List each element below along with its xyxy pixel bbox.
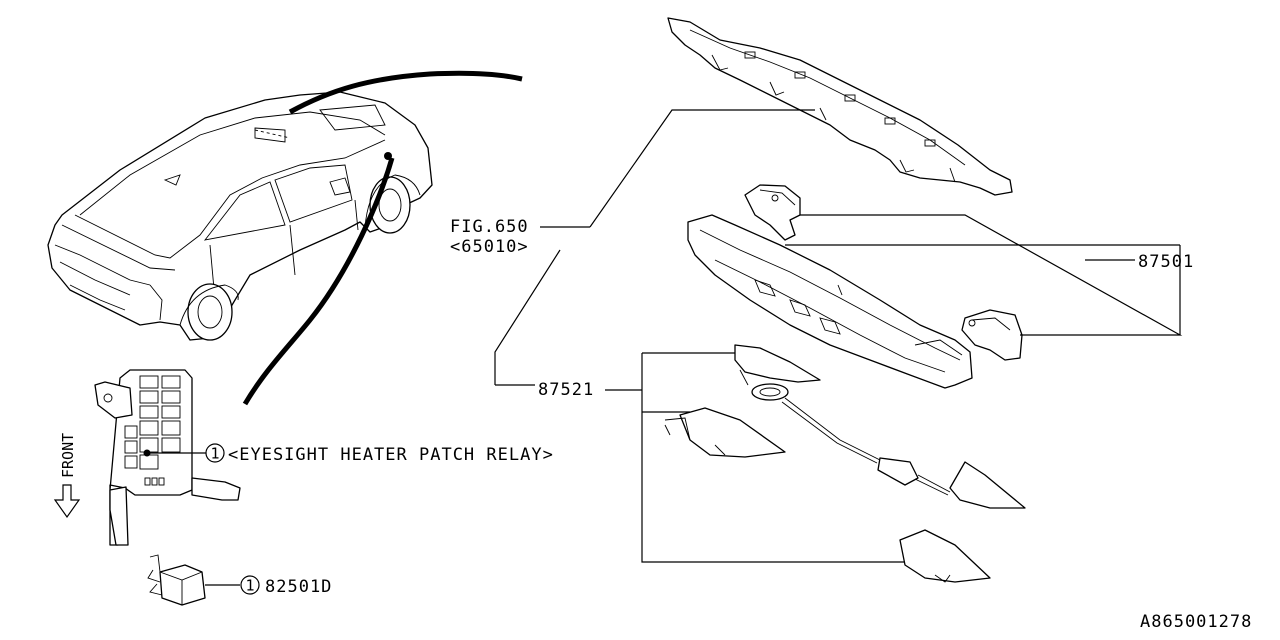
reinforcement-beam: [667, 17, 1013, 196]
relay-block: [94, 369, 241, 546]
fig-65010-label: <65010>: [450, 237, 529, 257]
harness-line-down: [242, 157, 395, 406]
callout-1-number: 1: [211, 445, 220, 463]
callout-eyesight-relay: <EYESIGHT HEATER PATCH RELAY>: [228, 445, 554, 465]
cover-lower: [899, 529, 991, 583]
leader-fig650-b: [589, 109, 815, 228]
bracket-lower-right: [961, 309, 1023, 361]
diagram-id: A865001278: [1140, 612, 1252, 632]
cover-upper: [734, 344, 821, 386]
leader-87521-a: [494, 249, 561, 385]
callout-1-circle: [205, 443, 225, 463]
fig-650-label: FIG.650: [450, 217, 529, 237]
callout-2-circle: [240, 575, 260, 595]
sensor-harness: [751, 383, 1026, 509]
vehicle-illustration: [47, 91, 433, 341]
leader-87521-d: [641, 353, 905, 563]
relay-82501d: [147, 554, 206, 606]
bumper-absorber: [687, 214, 973, 389]
part-number-87521: 87521: [538, 380, 594, 400]
harness-line-top: [288, 70, 523, 115]
leader-87501-a: [800, 214, 1183, 336]
part-number-87501: 87501: [1138, 252, 1194, 272]
callout-2-number: 1: [246, 577, 255, 595]
cover-middle: [664, 407, 786, 458]
front-arrow-icon: [53, 484, 81, 519]
bracket-upper: [744, 184, 801, 241]
front-label: FRONT: [59, 433, 77, 478]
part-number-82501d: 82501D: [265, 577, 332, 597]
